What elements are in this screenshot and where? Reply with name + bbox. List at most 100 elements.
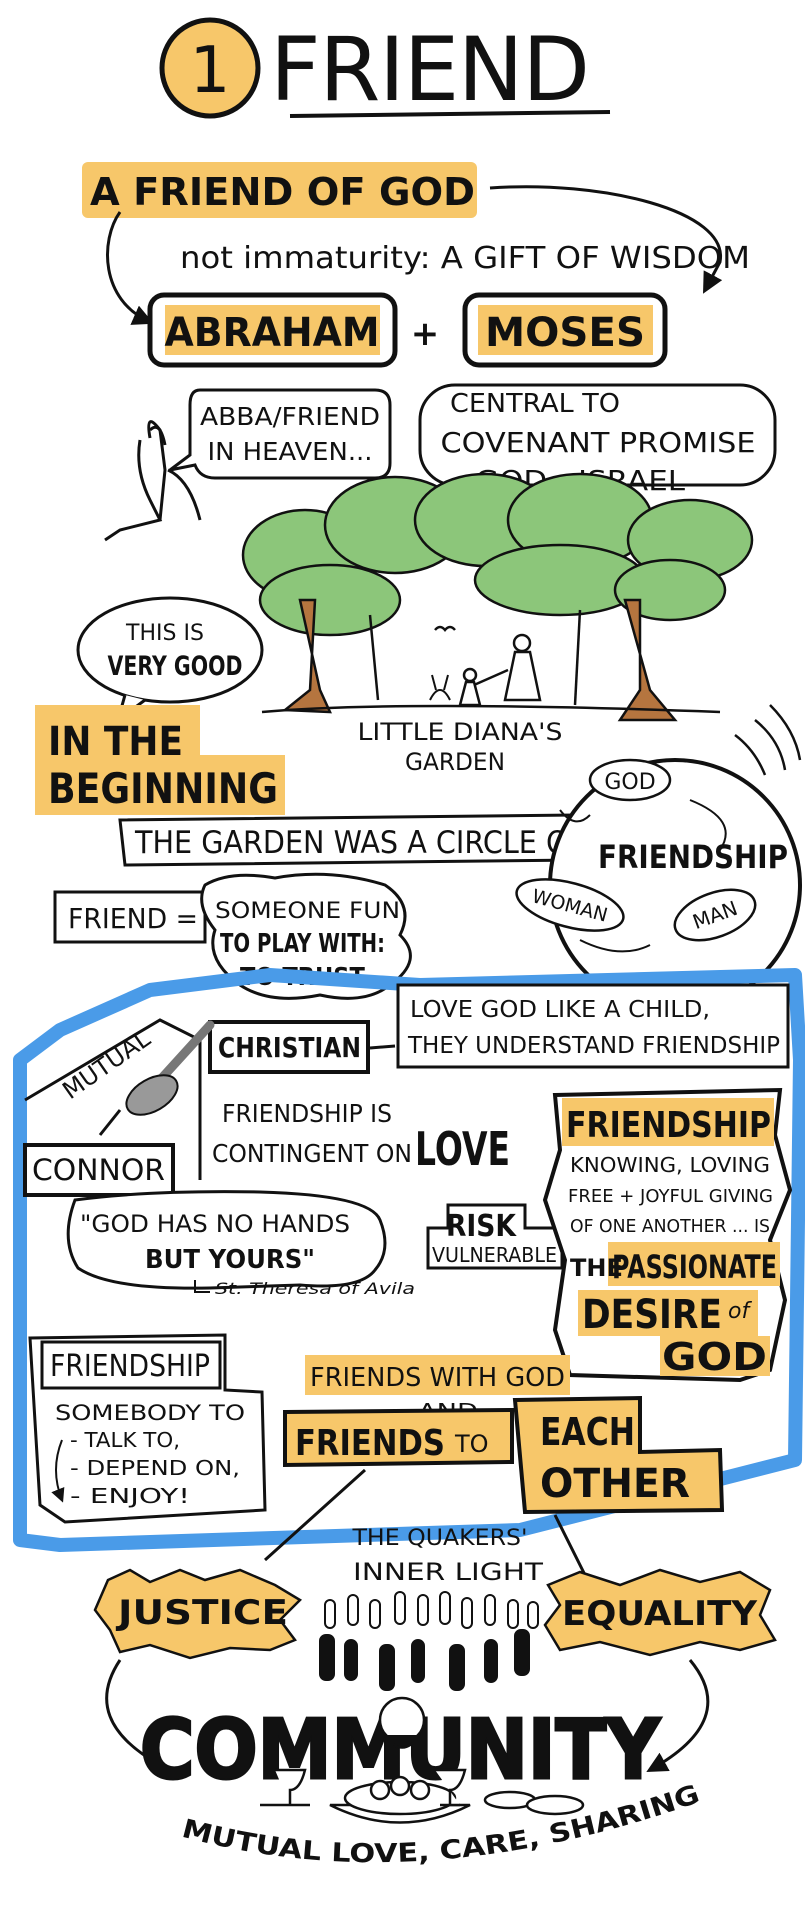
fs-line2: FREE + JOYFUL GIVING [568, 1186, 773, 1207]
abba-line2: IN HEAVEN... [208, 437, 373, 466]
list-bracket [51, 1439, 65, 1503]
hands-reaching-icon [98, 1020, 215, 1136]
fs-desire: DESIRE [582, 1292, 722, 1338]
fs-the: THE [570, 1254, 623, 1282]
beginning-section: IN THE BEGINNING THE GARDEN WAS A CIRCLE… [35, 704, 802, 1012]
quote-author: St. Theresa of Avila [215, 1279, 415, 1298]
vulnerable-label: VULNERABLE [432, 1243, 557, 1267]
friends-with-god: FRIENDS WITH GOD AND FRIENDS TO EACH OTH… [263, 1355, 725, 1586]
fs-of: of [728, 1299, 752, 1324]
garden-caption-line1: LITTLE DIANA'S [358, 718, 563, 746]
friends-to-box [283, 1407, 514, 1468]
praying-figure-icon [104, 420, 202, 542]
quakers-line1: THE QUAKERS' [351, 1526, 527, 1551]
very-good-bubble [76, 596, 264, 704]
list-item-depend: - DEPEND ON, [70, 1456, 240, 1480]
god-label: GOD [604, 770, 655, 795]
connor-label: CONNOR [32, 1153, 165, 1187]
desire-highlight [578, 1290, 758, 1336]
section-number: 1 [190, 34, 231, 108]
connor-box [23, 1143, 175, 1197]
motion-lines [734, 704, 802, 776]
love-label: LOVE [415, 1122, 510, 1176]
fs-line1: KNOWING, LOVING [570, 1153, 770, 1177]
covenant-line2: COVENANT PROMISE [441, 426, 756, 459]
friends-line3: OTHER [540, 1461, 690, 1507]
man-oval [673, 888, 757, 942]
christian-label: CHRISTIAN [218, 1031, 361, 1064]
subtitle-wisdom: not immaturity: A GIFT OF WISDOM [180, 241, 750, 276]
quote-bubble [66, 1190, 387, 1290]
title-underline [289, 110, 611, 118]
rabbit-icon [429, 674, 451, 701]
quote-line1: "GOD HAS NO HANDS [80, 1210, 350, 1238]
equality-burst [543, 1568, 777, 1657]
friends-line1: FRIENDS WITH GOD [310, 1363, 565, 1393]
list-item-enjoy: - ENJOY! [70, 1484, 190, 1508]
garden-illustration: THIS IS VERY GOOD LITTLE DIANA'S GARDEN [76, 472, 754, 776]
friendship-list: FRIENDSHIP SOMEBODY TO - TALK TO, - DEPE… [28, 1333, 267, 1524]
beginning-line1: IN THE [48, 719, 183, 765]
quote-author-line [194, 1280, 210, 1293]
beginning-line2: BEGINNING [48, 764, 278, 813]
list-title: FRIENDSHIP [50, 1349, 210, 1384]
friends-line2a: FRIENDS [295, 1423, 445, 1464]
woman-oval [515, 878, 625, 932]
quakers-figures-icon [319, 1591, 539, 1691]
moses-label: MOSES [485, 310, 645, 356]
child-line2: THEY UNDERSTAND FRIENDSHIP [407, 1033, 780, 1059]
fs-line3: OF ONE ANOTHER ... IS [570, 1216, 770, 1237]
page-title: FRIEND [270, 18, 590, 121]
header: 1 FRIEND [159, 17, 611, 121]
friendship-word: FRIENDSHIP [598, 838, 788, 876]
justice-burst [93, 1568, 303, 1660]
fs-title-highlight [562, 1098, 774, 1146]
number-badge [159, 17, 261, 119]
parent-child-icon [458, 633, 542, 707]
list-title-box [40, 1340, 222, 1390]
garden-lines [261, 609, 721, 714]
garden-caption-line2: GARDEN [405, 748, 505, 776]
list-line1: SOMEBODY TO [55, 1401, 245, 1425]
quakers-line2: INNER LIGHT [353, 1558, 543, 1586]
very-good-line2: VERY GOOD [108, 651, 243, 682]
community-arrows [105, 1659, 710, 1770]
friend-of-god-section: A FRIEND OF GOD not immaturity: A GIFT O… [82, 162, 777, 542]
christian-box [208, 1020, 370, 1074]
list-item-talk: - TALK TO, [70, 1428, 180, 1452]
community-section: THE QUAKERS' INNER LIGHT JUSTICE EQUALIT… [93, 1526, 777, 1869]
swirl-lines [559, 799, 727, 953]
table-feast-icon [260, 1696, 585, 1824]
friends-to: TO [454, 1430, 489, 1458]
god-oval [588, 758, 672, 802]
mutual-lines [24, 1018, 202, 1180]
plus-sign: + [411, 314, 440, 354]
quote-line2: BUT YOURS" [145, 1245, 315, 1275]
mutual-section: MUTUAL CHRISTIAN CONNOR LOVE GOD LIKE A … [23, 983, 793, 1383]
fs-passionate: PASSIONATE [612, 1248, 777, 1286]
each-other-box [512, 1395, 725, 1515]
arrow-right [489, 185, 723, 294]
abba-bubble [169, 388, 392, 480]
tree-canopy-icon [241, 472, 754, 637]
fs-god: GOD [662, 1335, 767, 1379]
highlight-border [13, 968, 805, 1552]
very-good-line1: THIS IS [125, 621, 204, 646]
risk-label: RISK [446, 1209, 518, 1244]
beginning-highlight [35, 705, 285, 815]
abraham-highlight [165, 305, 380, 355]
friend-of-god-title: A FRIEND OF GOD [90, 170, 475, 214]
abba-line1: ABBA/FRIEND [200, 402, 380, 431]
moses-highlight [478, 305, 653, 355]
child-line1: LOVE GOD LIKE A CHILD, [410, 997, 710, 1023]
child-box [396, 983, 790, 1069]
covenant-line1: CENTRAL TO [450, 389, 620, 419]
contingent-line1: FRIENDSHIP IS [222, 1099, 392, 1128]
friends-line2b: EACH [540, 1410, 635, 1454]
friend-eq-label: FRIEND = [68, 902, 198, 935]
fs-title: FRIENDSHIP [566, 1105, 771, 1146]
arrow-left [106, 211, 154, 325]
circle-caption: THE GARDEN WAS A CIRCLE OF [134, 825, 585, 861]
definition-line2: TO PLAY WITH: [220, 929, 385, 959]
